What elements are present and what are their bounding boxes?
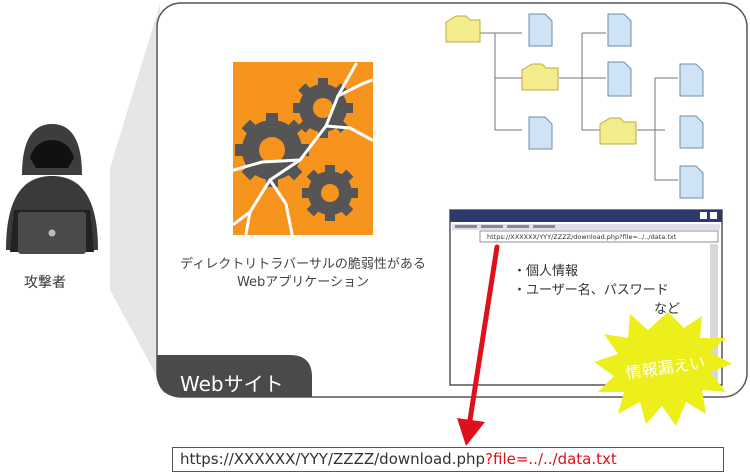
gear-icon [235, 113, 309, 187]
folder-icon [445, 15, 481, 43]
website-tab [157, 355, 312, 397]
folder-icon [599, 117, 637, 145]
laptop-logo-icon [48, 229, 56, 237]
directory-tree [480, 32, 678, 181]
crack-lines [232, 62, 374, 236]
gear-icon [302, 165, 358, 221]
leaked-item: ・ユーザー名、パスワード [513, 283, 669, 298]
browser-scrollbar [710, 244, 718, 382]
file-icon [528, 13, 704, 199]
web-application-graphic [232, 62, 374, 236]
app-caption: ディレクトリトラバーサルの脆弱性がある Webアプリケーション [168, 256, 438, 292]
leak-burst [594, 312, 732, 426]
attacker-label: 攻撃者 [24, 275, 66, 291]
leaked-item: ・個人情報 [513, 264, 579, 279]
perspective-fan [110, 4, 160, 382]
request-url-base: https://XXXXXX/YYY/ZZZZ/download.php [180, 450, 486, 468]
website-tab-label: Webサイト [180, 372, 284, 396]
attacker-figure [6, 124, 98, 254]
gear-icon [293, 78, 353, 138]
attack-arrow [457, 244, 500, 446]
app-caption-line1: ディレクトリトラバーサルの脆弱性がある [180, 257, 426, 272]
leaked-item: など [654, 302, 681, 317]
request-url-query: ?file=../../data.txt [485, 450, 617, 468]
app-caption-line2: Webアプリケーション [236, 275, 370, 290]
browser-url: https://XXXXXX/YYY/ZZZZ/download.php?fil… [487, 233, 677, 241]
browser-address-bar [479, 230, 719, 243]
request-url-box: https://XXXXXX/YYY/ZZZZ/download.php?fil… [172, 447, 724, 472]
folder-icon [521, 63, 559, 91]
